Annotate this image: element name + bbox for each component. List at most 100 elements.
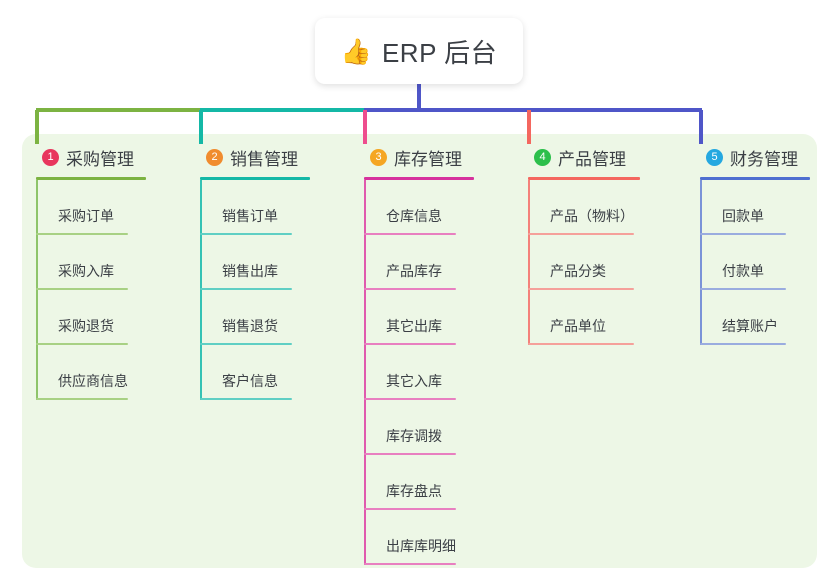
- leaf-rule: [364, 563, 456, 565]
- leaf-rule: [364, 398, 456, 400]
- leaf-node[interactable]: 销售订单: [200, 180, 310, 235]
- leaf-rule: [200, 343, 292, 345]
- leaf-label: 采购订单: [58, 208, 114, 224]
- thumbs-up-icon: 👍: [340, 36, 372, 66]
- column-header-rule: [36, 177, 146, 180]
- leaf-rule: [364, 508, 456, 510]
- column-header-rule: [364, 177, 474, 180]
- leaf-node[interactable]: 出库库明细: [364, 510, 474, 565]
- leaf-label: 销售退货: [222, 318, 278, 334]
- column-title: 库存管理: [394, 149, 462, 169]
- leaf-rule: [700, 343, 786, 345]
- column-header-4[interactable]: 4 产品管理: [528, 144, 640, 170]
- column-title: 产品管理: [558, 149, 626, 169]
- column-header-5[interactable]: 5 财务管理: [700, 144, 810, 170]
- leaf-label: 回款单: [722, 208, 764, 224]
- leaf-node[interactable]: 结算账户: [700, 290, 810, 345]
- column-header-3[interactable]: 3 库存管理: [364, 144, 474, 170]
- leaf-node[interactable]: 产品单位: [528, 290, 640, 345]
- leaf-node[interactable]: 产品库存: [364, 235, 474, 290]
- leaf-node[interactable]: 产品分类: [528, 235, 640, 290]
- leaf-label: 产品单位: [550, 318, 606, 334]
- leaf-node[interactable]: 采购入库: [36, 235, 146, 290]
- leaf-label: 采购入库: [58, 263, 114, 279]
- leaf-label: 付款单: [722, 263, 764, 279]
- leaf-label: 库存调拨: [386, 428, 442, 444]
- column-items: 销售订单销售出库销售退货客户信息: [200, 180, 310, 400]
- root-title: ERP 后台: [381, 37, 498, 68]
- column-items: 产品（物料） 产品分类产品单位: [528, 180, 640, 345]
- column-header-rule: [528, 177, 640, 180]
- column-1: 1 采购管理采购订单采购入库采购退货供应商信息: [36, 144, 146, 400]
- column-spine: [364, 180, 366, 565]
- leaf-label: 供应商信息: [58, 373, 128, 389]
- leaf-node[interactable]: 其它入库: [364, 345, 474, 400]
- leaf-rule: [36, 288, 128, 290]
- leaf-rule: [528, 233, 634, 235]
- leaf-label: 销售出库: [222, 263, 278, 279]
- leaf-rule: [36, 233, 128, 235]
- column-3: 3 库存管理仓库信息产品库存其它出库其它入库库存调拨库存盘点出库库明细: [364, 144, 474, 565]
- root-node[interactable]: 👍 ERP 后台: [315, 18, 523, 84]
- leaf-rule: [200, 233, 292, 235]
- leaf-label: 结算账户: [722, 318, 778, 334]
- column-items: 采购订单采购入库采购退货供应商信息: [36, 180, 146, 400]
- leaf-node[interactable]: 库存调拨: [364, 400, 474, 455]
- column-spine: [36, 180, 38, 400]
- column-header-2[interactable]: 2 销售管理: [200, 144, 310, 170]
- leaf-rule: [364, 288, 456, 290]
- leaf-rule: [364, 233, 456, 235]
- leaf-node[interactable]: 回款单: [700, 180, 810, 235]
- leaf-rule: [200, 288, 292, 290]
- leaf-node[interactable]: 采购订单: [36, 180, 146, 235]
- leaf-node[interactable]: 库存盘点: [364, 455, 474, 510]
- leaf-label: 采购退货: [58, 318, 114, 334]
- leaf-label: 库存盘点: [386, 483, 442, 499]
- leaf-rule: [700, 288, 786, 290]
- column-title: 采购管理: [66, 149, 134, 169]
- column-title: 财务管理: [730, 149, 798, 169]
- leaf-node[interactable]: 采购退货: [36, 290, 146, 345]
- leaf-node[interactable]: 供应商信息: [36, 345, 146, 400]
- leaf-label: 销售订单: [222, 208, 278, 224]
- leaf-rule: [36, 343, 128, 345]
- column-header-rule: [200, 177, 310, 180]
- leaf-node[interactable]: 付款单: [700, 235, 810, 290]
- leaf-node[interactable]: 客户信息: [200, 345, 310, 400]
- leaf-node[interactable]: 其它出库: [364, 290, 474, 345]
- leaf-label: 其它入库: [386, 373, 442, 389]
- column-spine: [200, 180, 202, 400]
- leaf-label: 仓库信息: [386, 208, 442, 224]
- leaf-label: 其它出库: [386, 318, 442, 334]
- leaf-label: 出库库明细: [386, 538, 456, 554]
- column-header-1[interactable]: 1 采购管理: [36, 144, 146, 170]
- leaf-node[interactable]: 产品（物料）: [528, 180, 640, 235]
- leaf-rule: [528, 288, 634, 290]
- leaf-label: 产品分类: [550, 263, 606, 279]
- leaf-rule: [36, 398, 128, 400]
- leaf-rule: [700, 233, 786, 235]
- leaf-label: 产品库存: [386, 263, 442, 279]
- column-badge-icon: 3: [370, 148, 387, 166]
- column-5: 5 财务管理回款单付款单结算账户: [700, 144, 810, 345]
- leaf-label: 产品（物料）: [550, 208, 634, 224]
- column-items: 回款单付款单结算账户: [700, 180, 810, 345]
- column-spine: [700, 180, 702, 345]
- leaf-node[interactable]: 销售退货: [200, 290, 310, 345]
- leaf-node[interactable]: 仓库信息: [364, 180, 474, 235]
- leaf-rule: [528, 343, 634, 345]
- column-badge-icon: 5: [706, 148, 723, 166]
- column-title: 销售管理: [230, 149, 298, 169]
- leaf-rule: [364, 453, 456, 455]
- leaf-node[interactable]: 销售出库: [200, 235, 310, 290]
- column-spine: [528, 180, 530, 345]
- column-badge-icon: 4: [534, 148, 551, 166]
- column-4: 4 产品管理产品（物料） 产品分类产品单位: [528, 144, 640, 345]
- leaf-label: 客户信息: [222, 373, 278, 389]
- column-badge-icon: 1: [42, 148, 59, 166]
- column-header-rule: [700, 177, 810, 180]
- column-badge-icon: 2: [206, 148, 223, 166]
- leaf-rule: [364, 343, 456, 345]
- leaf-rule: [200, 398, 292, 400]
